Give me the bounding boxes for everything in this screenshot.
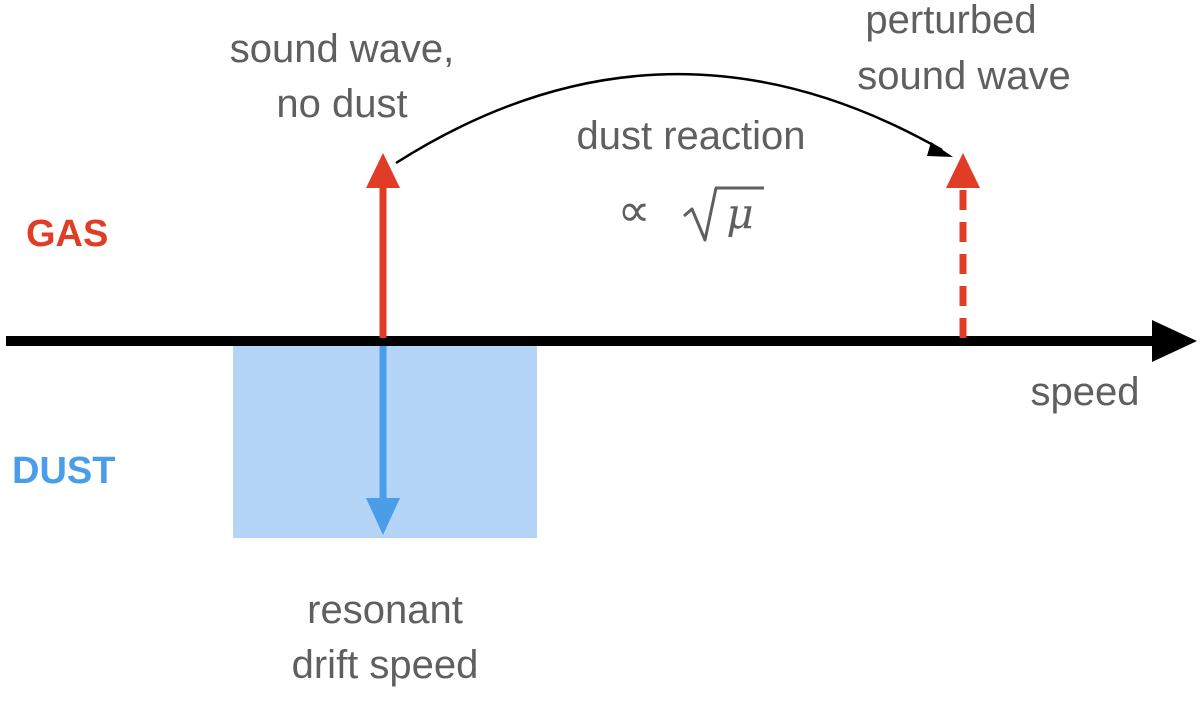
sqrt-radicand: μ <box>726 189 753 238</box>
speed-axis-arrowhead <box>1152 320 1197 362</box>
speed-axis-label: speed <box>1031 370 1140 414</box>
perturbed-label-line1: perturbed <box>865 0 1036 42</box>
gas-label: GAS <box>26 213 108 255</box>
perturbed-label-line2: sound wave <box>857 54 1070 98</box>
dust-label: DUST <box>12 450 115 492</box>
reaction-scaling-formula: ∝ μ <box>618 184 764 242</box>
gas-sound-wave-arrowhead <box>366 153 400 188</box>
dust-reaction-label: dust reaction <box>576 114 805 158</box>
resonant-label-line1: resonant <box>307 588 463 632</box>
dust-reaction-curved-arrowhead <box>927 142 953 157</box>
proportional-symbol: ∝ <box>618 184 651 236</box>
dust-reaction-curved-arrow <box>395 72 943 165</box>
sound-wave-label-line2: no dust <box>276 82 407 126</box>
square-root-sign <box>683 186 764 242</box>
resonant-label-line2: drift speed <box>292 643 479 687</box>
sound-wave-label-line1: sound wave, <box>230 27 455 71</box>
perturbed-sound-wave-arrowhead <box>946 153 980 188</box>
dust-drift-arrowhead <box>366 498 400 535</box>
